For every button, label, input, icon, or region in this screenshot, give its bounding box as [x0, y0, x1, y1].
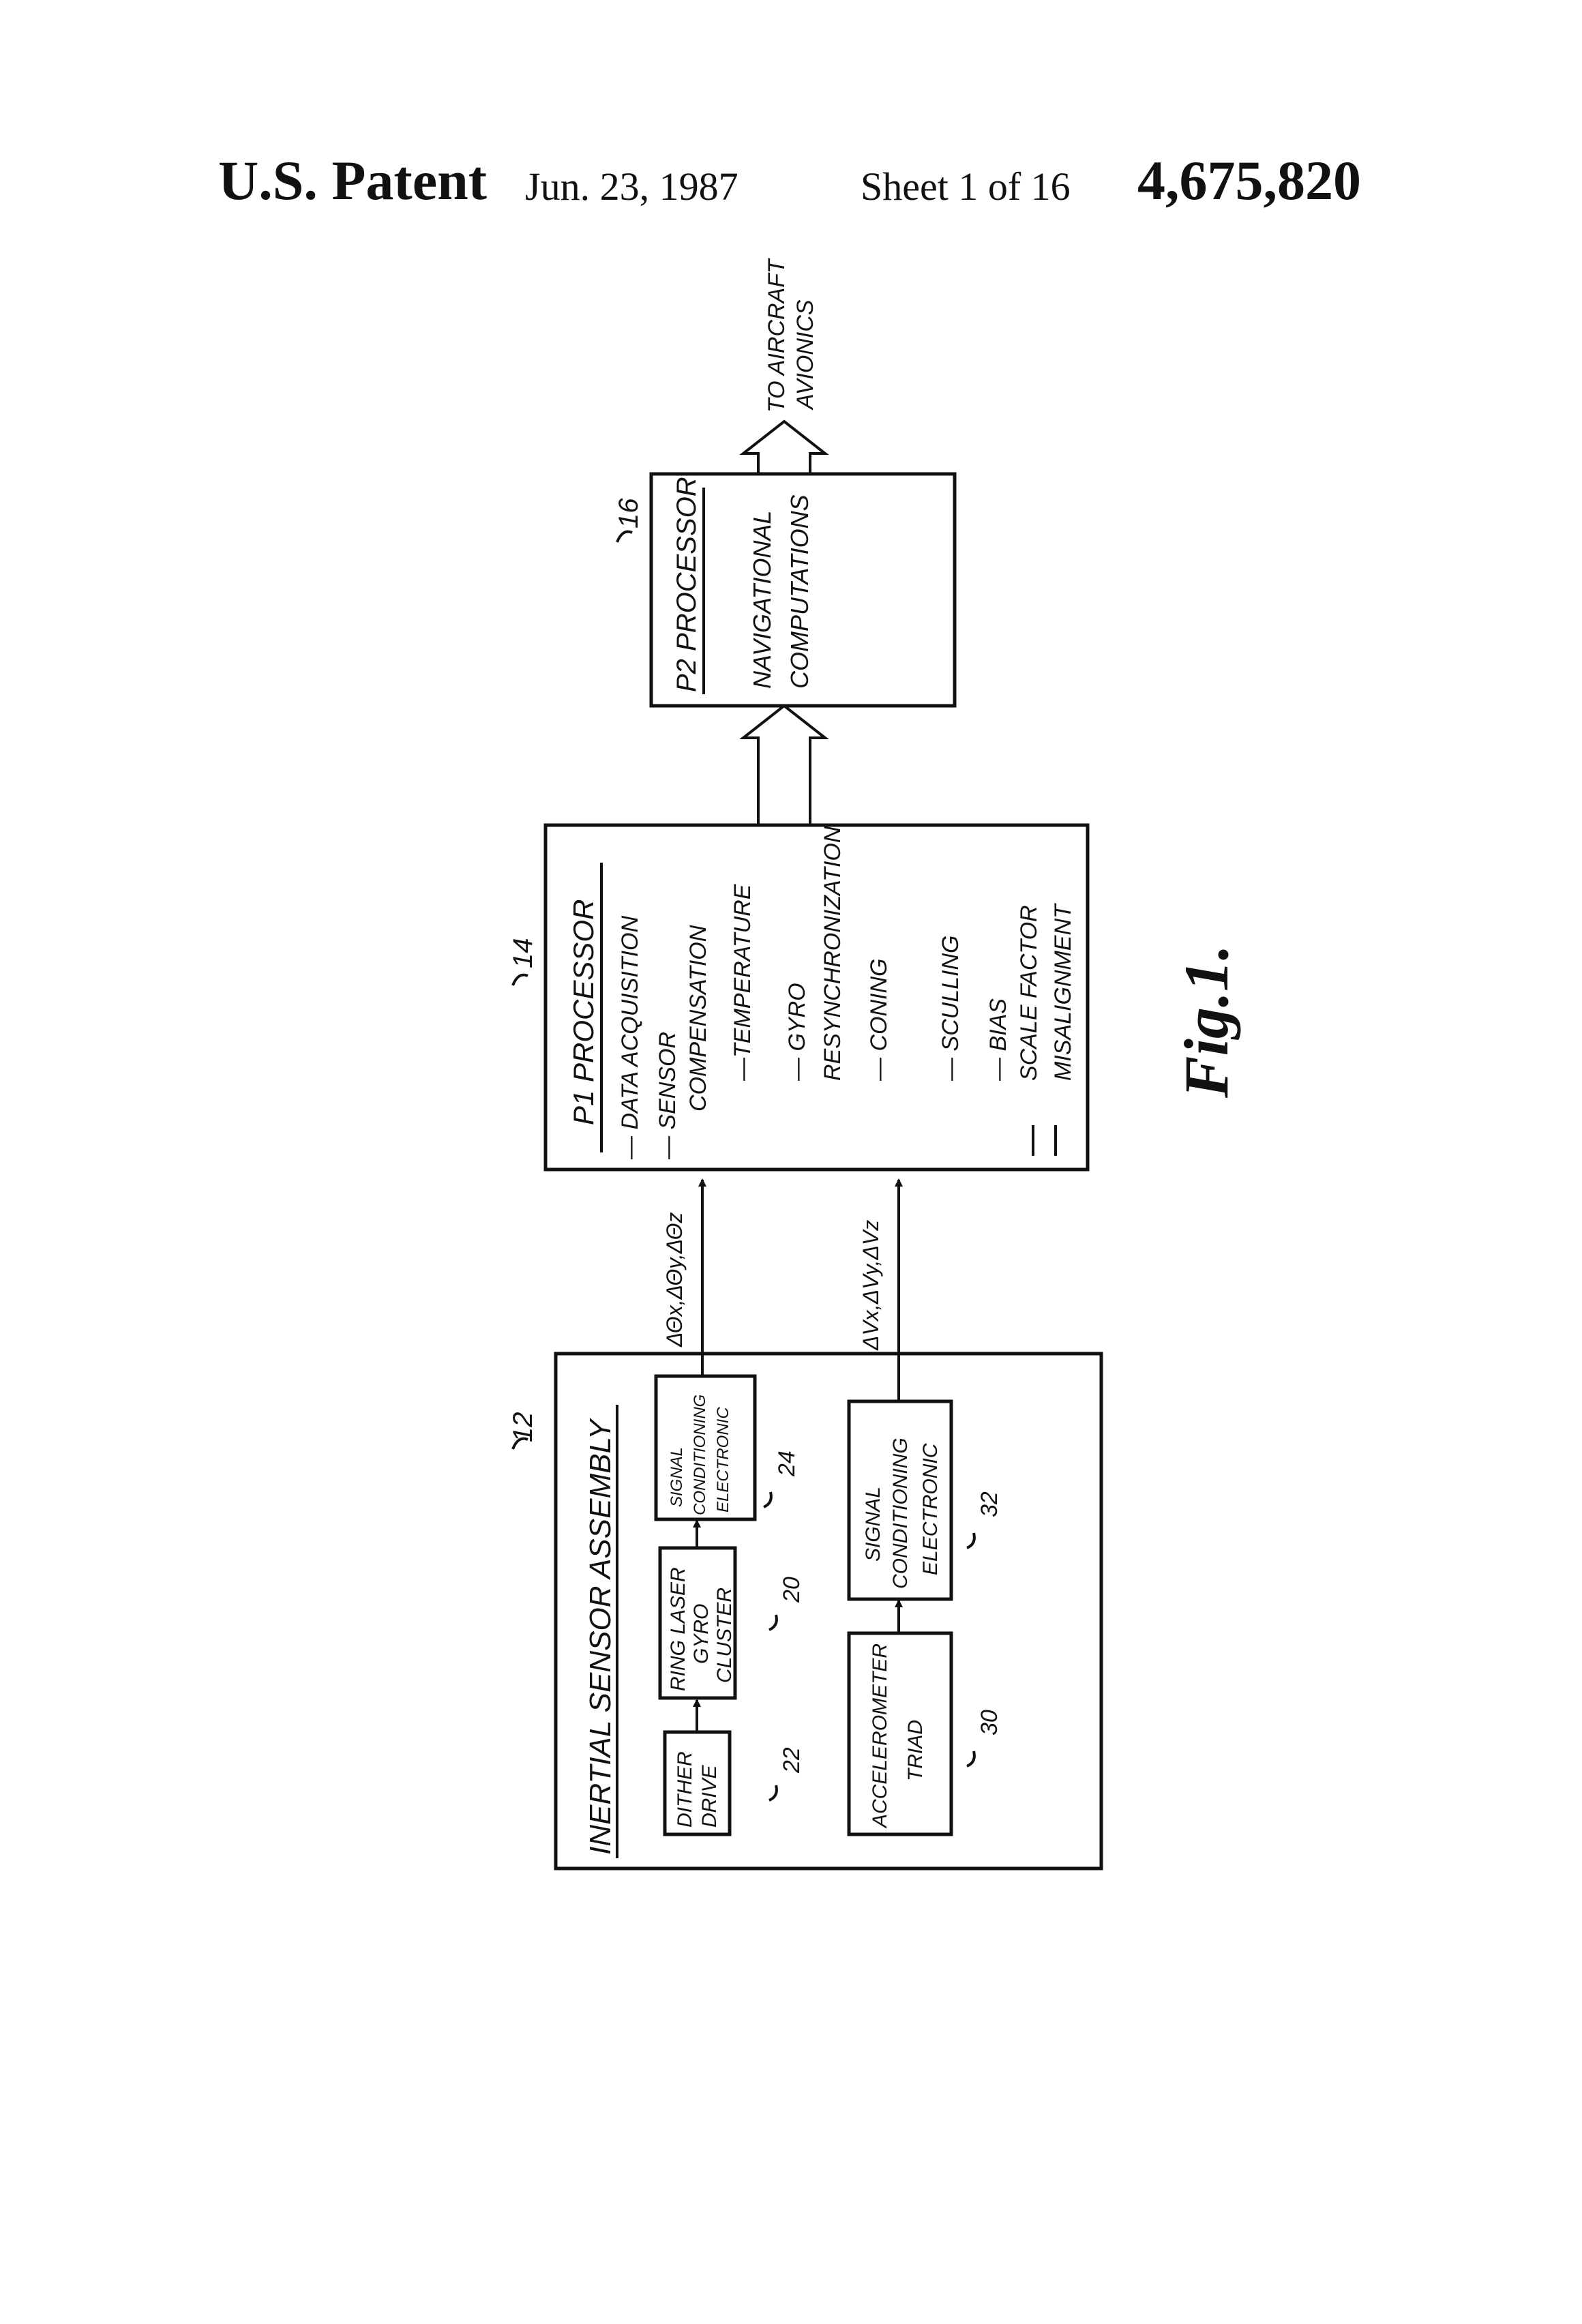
p1-item-9: — BIAS: [985, 998, 1011, 1082]
p1-item-4: —TEMPERATURE: [730, 884, 756, 1082]
accel-ref-leader: [967, 1751, 974, 1766]
isa-box: [556, 1354, 1101, 1868]
gyro-signal-label: ΔΘx,ΔΘy,ΔΘz: [662, 1212, 687, 1347]
accel-sce-ref: 32: [976, 1491, 1002, 1517]
p2-processor: P2 PROCESSOR NAVIGATIONAL COMPUTATIONS 1…: [614, 474, 955, 706]
gyro-sce-line-1: SIGNAL: [668, 1447, 686, 1507]
p1-item-2: — SENSOR: [655, 1032, 681, 1160]
dither-ref: 22: [779, 1747, 805, 1774]
isa-title: INERTIAL SENSOR ASSEMBLY: [584, 1418, 617, 1855]
accel-line-2: TRIAD: [904, 1720, 927, 1781]
p1-item-6: RESYNCHRONIZATION: [820, 826, 846, 1081]
accel-sce-line-2: CONDITIONING: [889, 1437, 912, 1589]
p2-output-bus-arrow: [743, 421, 825, 474]
gyro-ref-leader: [769, 1615, 777, 1630]
signal-lines: ΔΘx,ΔΘy,ΔΘz ΔVx,ΔVy,ΔVz: [662, 1180, 899, 1401]
p2-ref-leader: [617, 532, 632, 542]
p1-ref-leader: [513, 975, 528, 985]
p2-ref: 16: [614, 498, 644, 528]
inertial-sensor-assembly: INERTIAL SENSOR ASSEMBLY 12 DITHER DRIVE…: [508, 1354, 1101, 1868]
p1-item-5: — GYRO: [784, 983, 810, 1082]
p1-title: P1 PROCESSOR: [567, 899, 599, 1125]
p1-item-8: — SCULLING: [938, 936, 964, 1082]
p2-title: P2 PROCESSOR: [672, 477, 702, 692]
output-label-line-2: AVIONICS: [792, 299, 818, 411]
dither-ref-leader: [769, 1785, 777, 1800]
dither-line-2: DRIVE: [698, 1764, 721, 1828]
gyro-sce-line-2: CONDITIONING: [691, 1395, 709, 1515]
p2-line-2: COMPUTATIONS: [786, 494, 814, 689]
gyro-sce-ref-leader: [764, 1492, 771, 1507]
gyro-ref: 20: [779, 1577, 805, 1603]
accel-line-1: ACCELEROMETER: [869, 1643, 891, 1829]
figure-label: Fig.1.: [1171, 944, 1241, 1099]
gyro-line-3: CLUSTER: [713, 1588, 736, 1683]
p1-item-11: MISALIGNMENT: [1050, 903, 1076, 1081]
accel-sce-line-1: SIGNAL: [862, 1487, 884, 1562]
gyro-line-2: GYRO: [690, 1604, 713, 1664]
accel-sce-line-3: ELECTRONIC: [919, 1443, 942, 1575]
p1-to-p2-bus-arrow: [743, 706, 825, 825]
accel-signal-label: ΔVx,ΔVy,ΔVz: [859, 1220, 883, 1351]
accelerometer-box: [849, 1633, 951, 1834]
p1-ref: 14: [508, 938, 538, 969]
accel-ref: 30: [976, 1710, 1002, 1735]
p1-item-3: COMPENSATION: [685, 925, 711, 1112]
accel-sce-ref-leader: [967, 1533, 974, 1548]
gyro-line-1: RING LASER: [667, 1567, 689, 1691]
p2-line-1: NAVIGATIONAL: [748, 511, 776, 689]
gyro-sce-ref: 24: [774, 1450, 800, 1477]
p1-item-1: — DATA ACQUISITION: [617, 916, 643, 1160]
gyro-sce-line-3: ELECTRONIC: [714, 1407, 732, 1513]
p1-item-10: SCALE FACTOR: [1016, 905, 1042, 1081]
output-label-line-1: TO AIRCRAFT: [764, 258, 790, 413]
p1-item-7: — CONING: [866, 959, 892, 1082]
p1-processor: P1 PROCESSOR 14 — DATA ACQUISITION — SEN…: [508, 825, 1088, 1170]
dither-line-1: DITHER: [674, 1751, 696, 1828]
